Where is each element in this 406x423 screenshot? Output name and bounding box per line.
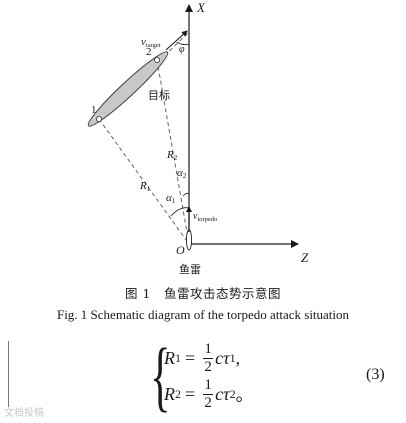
eq1-tau-sub: 1: [229, 350, 236, 365]
r2-dashed-line: [156, 59, 190, 245]
eq1-tau: τ: [223, 347, 230, 368]
watermark: 文档投稿: [4, 408, 44, 419]
eq1-lhs-sub: 1: [175, 350, 181, 365]
r1-dashed-line: [98, 118, 190, 245]
eq2-lhs: R: [164, 383, 175, 404]
r1-label: R1: [139, 180, 151, 193]
origin-label: O: [176, 243, 185, 257]
torpedo-body: [185, 229, 193, 251]
torpedo-label: 鱼雷: [179, 262, 201, 276]
eq2-denominator: 2: [204, 394, 212, 411]
r2-label: R2: [166, 149, 178, 162]
eq1-lhs: R: [164, 347, 175, 368]
v-torpedo-label: vtorpedo: [193, 211, 217, 223]
phi-angle-arc: [176, 41, 190, 46]
target-position-2-marker: [153, 57, 160, 64]
target-label: 目标: [148, 88, 170, 102]
eq1-end-punct: ,: [235, 347, 241, 368]
v-target-label: vtarget: [141, 36, 161, 49]
alpha1-label: α1: [166, 192, 176, 205]
phi-label: φ: [179, 44, 185, 55]
target-position-1-marker: [96, 116, 103, 123]
equation-left-brace: {: [150, 332, 171, 419]
eq2-tau: τ: [223, 383, 230, 404]
eq2-tau-sub: 2: [229, 386, 236, 401]
alpha2-label: α2: [177, 167, 187, 180]
target-vessel: [87, 51, 169, 127]
eq1-denominator: 2: [204, 358, 212, 375]
eq1-numerator: 1: [204, 340, 212, 357]
figure-caption-english: Fig. 1 Schematic diagram of the torpedo …: [56, 307, 350, 322]
eq2-numerator: 1: [204, 376, 212, 393]
z-axis-label: Z: [301, 250, 309, 265]
figure-caption-chinese: 图 1 鱼雷攻击态势示意图: [125, 286, 281, 301]
eq2-lhs-sub: 2: [175, 386, 181, 401]
alpha2-angle-arc: [182, 192, 190, 197]
equation-number: (3): [366, 366, 385, 383]
eq1-equals: =: [185, 347, 196, 368]
alpha1-angle-arc: [170, 207, 190, 217]
point-2-label: 2: [146, 46, 152, 58]
eq1-c: c: [215, 347, 224, 368]
x-axis-label: X: [196, 0, 206, 15]
point-1-label: 1: [91, 104, 97, 116]
eq2-equals: =: [185, 383, 196, 404]
eq2-c: c: [215, 383, 224, 404]
attack-situation-diagram: X Z O φ 1 2 vtarget 目标 R2 R1 α2 α1 vtorp…: [87, 0, 309, 276]
eq2-end-punct: 。: [235, 385, 254, 405]
margin-rule: [8, 341, 9, 407]
target-velocity-arrow: [165, 30, 188, 51]
